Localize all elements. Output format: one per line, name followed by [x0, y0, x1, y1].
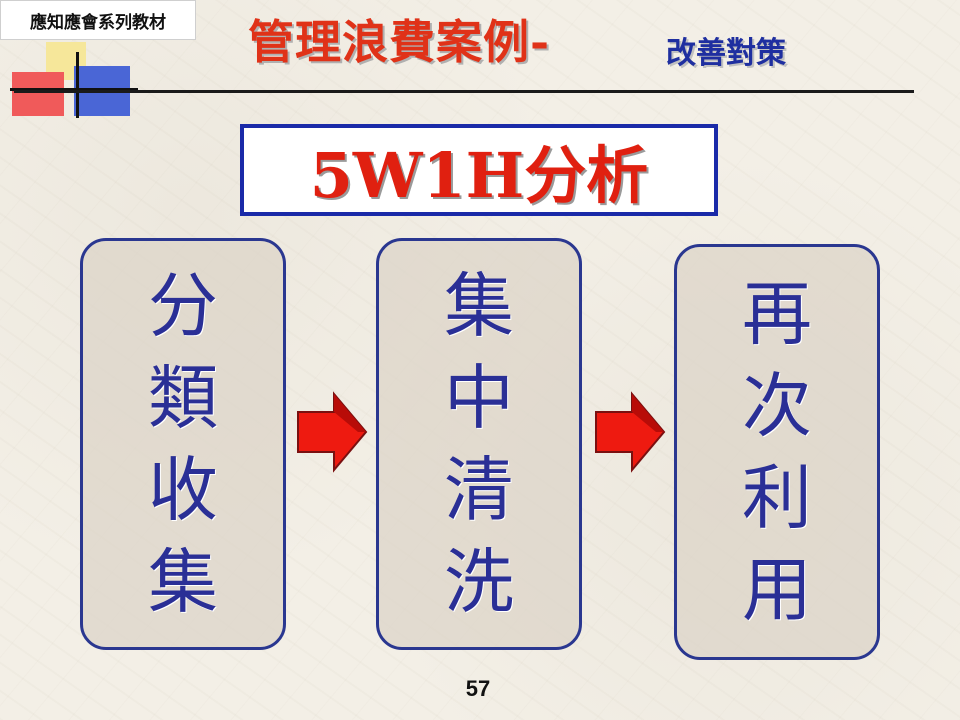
step-char: 類: [148, 357, 218, 439]
page-subtitle: 改善對策: [666, 36, 786, 71]
step-char: 洗: [444, 541, 514, 623]
page-title: 管理浪費案例-: [248, 15, 551, 69]
header-divider: [14, 90, 914, 93]
page-number: 57: [465, 676, 491, 701]
analysis-box: 5W1H分析: [240, 124, 718, 216]
step-char: 收: [148, 449, 218, 531]
step-box-1: 分 類 收 集: [80, 238, 286, 650]
series-tag: 應知應會系列教材: [0, 0, 196, 40]
step-char: 中: [444, 357, 514, 439]
right-arrow-icon: [595, 391, 666, 473]
step-box-2: 集 中 清 洗: [376, 238, 582, 650]
logo-cross-icon: [10, 42, 138, 118]
step-char: 集: [444, 265, 514, 347]
step-char: 用: [742, 549, 812, 631]
step-char: 次: [742, 365, 812, 447]
step-char: 分: [148, 265, 218, 347]
step-char: 集: [148, 541, 218, 623]
step-char: 再: [742, 273, 812, 355]
right-arrow-icon: [297, 391, 368, 473]
analysis-label: 5W1H分析: [309, 139, 649, 212]
step-box-3: 再 次 利 用: [674, 244, 880, 660]
step-char: 利: [742, 457, 812, 539]
step-char: 清: [444, 449, 514, 531]
